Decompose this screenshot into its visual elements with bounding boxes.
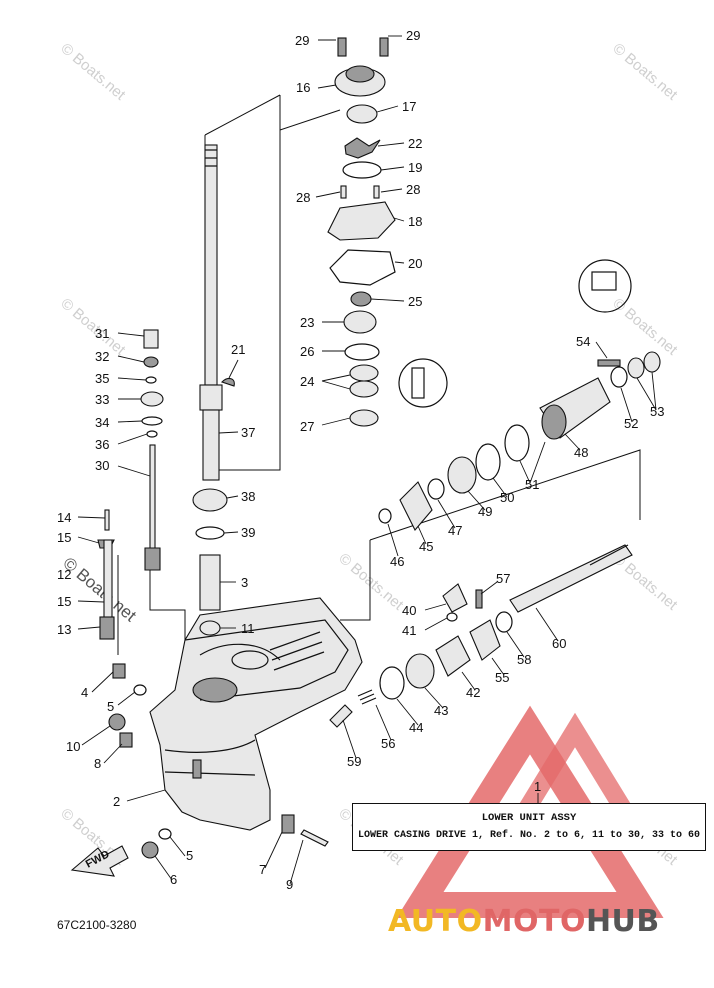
watermark-text: © Boats.net xyxy=(609,40,681,104)
part-label: 24 xyxy=(300,374,314,389)
part-label: 31 xyxy=(95,326,109,341)
part-label: 15 xyxy=(57,594,71,609)
part-label: 7 xyxy=(259,862,266,877)
part-label: 50 xyxy=(500,490,514,505)
assembly-frame xyxy=(117,94,641,700)
part-label: 43 xyxy=(434,703,448,718)
part-label: 26 xyxy=(300,344,314,359)
part-label: 29 xyxy=(295,33,309,48)
watermark-text-dark: © Boats.net xyxy=(59,554,140,626)
water-pump-assembly xyxy=(327,37,448,427)
part-label: 2 xyxy=(113,794,120,809)
brand-part-3: HUB xyxy=(585,904,660,939)
part-label: 9 xyxy=(286,877,293,892)
part-label: 42 xyxy=(466,685,480,700)
part-label: 15 xyxy=(57,530,71,545)
brand-wordmark: AUTOMOTOHUB xyxy=(388,904,660,939)
part-label: 35 xyxy=(95,371,109,386)
part-label: 27 xyxy=(300,419,314,434)
part-label: 5 xyxy=(186,848,193,863)
part-label: 12 xyxy=(57,567,71,582)
legend-title: LOWER UNIT ASSY xyxy=(481,812,577,824)
part-label: 37 xyxy=(241,425,255,440)
part-label: 45 xyxy=(419,539,433,554)
part-label: 8 xyxy=(94,756,101,771)
catalog-code: 67C2100-3280 xyxy=(57,918,137,932)
part-label: 6 xyxy=(170,872,177,887)
gear-train xyxy=(329,259,661,728)
part-label: 57 xyxy=(496,571,510,586)
part-label: 23 xyxy=(300,315,314,330)
fwd-arrow-icon: FWD xyxy=(70,845,129,877)
part-label: 55 xyxy=(495,670,509,685)
part-label: 33 xyxy=(95,392,109,407)
part-label: 59 xyxy=(347,754,361,769)
legend-box: LOWER UNIT ASSY LOWER CASING DRIVE 1, Re… xyxy=(352,803,706,851)
part-label: 41 xyxy=(402,623,416,638)
part-label: 46 xyxy=(390,554,404,569)
part-label: 53 xyxy=(650,404,664,419)
part-label: 4 xyxy=(81,685,88,700)
part-label: 44 xyxy=(409,720,423,735)
part-label: 20 xyxy=(408,256,422,271)
part-label: 49 xyxy=(478,504,492,519)
part-label: 28 xyxy=(296,190,310,205)
part-label: 39 xyxy=(241,525,255,540)
part-label: 48 xyxy=(574,445,588,460)
part-label: 28 xyxy=(406,182,420,197)
part-label: 10 xyxy=(66,739,80,754)
part-label: 1 xyxy=(534,779,541,794)
part-label: 60 xyxy=(552,636,566,651)
part-label: 19 xyxy=(408,160,422,175)
fasteners xyxy=(108,663,329,859)
watermark-text: © Boats.net xyxy=(609,295,681,359)
driveshaft xyxy=(199,144,223,481)
brand-part-1: AUTO xyxy=(388,904,483,939)
part-label: 56 xyxy=(381,736,395,751)
part-label: 3 xyxy=(241,575,248,590)
part-label: 51 xyxy=(525,477,539,492)
part-label: 54 xyxy=(576,334,590,349)
part-label: 40 xyxy=(402,603,416,618)
part-label: 52 xyxy=(624,416,638,431)
part-label: 17 xyxy=(402,99,416,114)
watermark-text: © Boats.net xyxy=(57,40,129,104)
part-label: 38 xyxy=(241,489,255,504)
part-label: 22 xyxy=(408,136,422,151)
part-label: 32 xyxy=(95,349,109,364)
part-label: 36 xyxy=(95,437,109,452)
part-labels: 29 29 16 17 22 19 28 28 18 20 25 23 26 2… xyxy=(57,28,664,892)
part-label: 47 xyxy=(448,523,462,538)
part-label: 58 xyxy=(517,652,531,667)
watermark-text: © Boats.net xyxy=(57,295,129,359)
pinion-bearings xyxy=(192,377,235,636)
lower-casing xyxy=(149,597,363,831)
part-label: 14 xyxy=(57,510,71,525)
part-label: 34 xyxy=(95,415,109,430)
brand-part-2: MOTO xyxy=(482,904,586,939)
part-label: 13 xyxy=(57,622,71,637)
part-label: 30 xyxy=(95,458,109,473)
leader-lines xyxy=(77,35,657,885)
part-label: 5 xyxy=(107,699,114,714)
part-label: 16 xyxy=(296,80,310,95)
part-label: 25 xyxy=(408,294,422,309)
part-label: 29 xyxy=(406,28,420,43)
part-label: 11 xyxy=(241,621,255,636)
legend-description: LOWER CASING DRIVE 1, Ref. No. 2 to 6, 1… xyxy=(357,830,701,841)
part-label: 21 xyxy=(231,342,245,357)
part-label: 18 xyxy=(408,214,422,229)
